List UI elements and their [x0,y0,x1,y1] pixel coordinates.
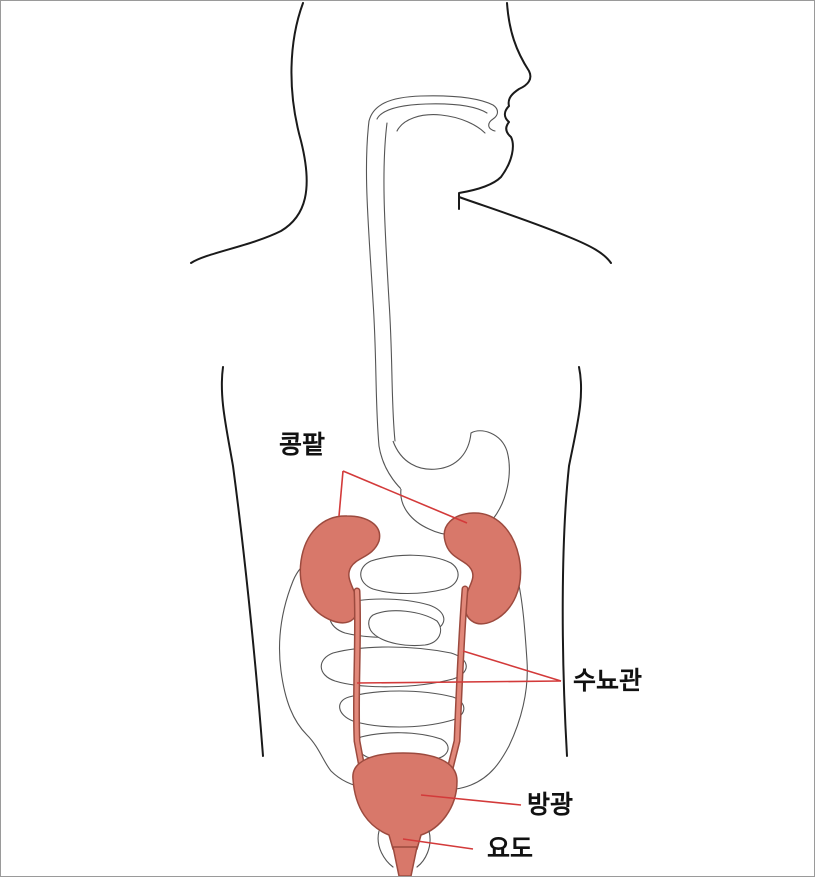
label-bladder: 방광 [527,790,573,819]
shoulder-right-outline [459,197,611,263]
label-kidney: 콩팥 [279,430,325,459]
bladder [353,753,457,849]
head-neck-left-outline [191,3,307,263]
torso-right-outline [563,367,581,756]
small-intestine-1 [361,555,458,593]
esophagus-left [366,121,417,501]
label-ureter: 수뇨관 [573,666,642,695]
tongue [397,115,485,133]
oral-cavity [377,104,487,119]
nasal-cavity [369,96,498,131]
kidney-leader-left [339,471,343,516]
small-intestine-4 [321,647,466,687]
torso-left-outline [222,367,263,756]
label-urethra: 요도 [487,834,533,863]
esophagus-right [384,123,395,441]
urethra [393,847,417,876]
